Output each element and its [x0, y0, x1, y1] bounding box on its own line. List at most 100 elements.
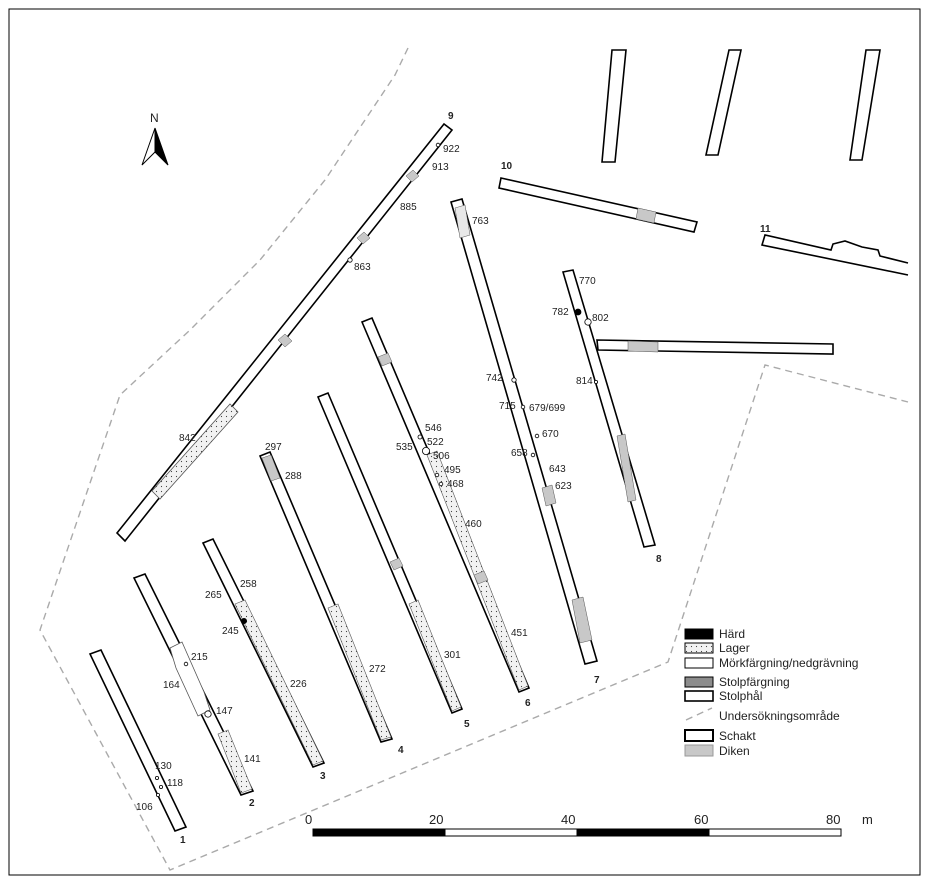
trench-7-fill — [571, 596, 593, 644]
legend-label: Stolpfärgning — [719, 675, 790, 689]
trench-7-fill — [454, 204, 471, 239]
posthole — [584, 318, 592, 326]
posthole — [347, 257, 353, 263]
feature-label: 842 — [179, 433, 196, 444]
feature-label: 742 — [486, 373, 503, 384]
north-label: N — [150, 111, 159, 125]
hearth — [574, 308, 582, 316]
trench-label-6: 6 — [525, 698, 531, 709]
posthole — [155, 793, 160, 798]
trench-label-3: 3 — [320, 771, 326, 782]
trench-6-layer — [426, 450, 529, 691]
scale-segment — [708, 828, 842, 837]
legend-swatch-stolphal — [684, 690, 714, 702]
scale-bar: 0 20 40 60 80 m — [305, 812, 873, 837]
feature-label: 885 — [400, 202, 417, 213]
trench-9-layer — [151, 403, 239, 500]
scale-segment — [444, 828, 578, 837]
trench-10 — [498, 177, 699, 233]
legend-label: Stolphål — [719, 689, 762, 703]
trench-6-ditch — [377, 352, 393, 367]
scale-segment — [312, 828, 446, 837]
posthole — [183, 661, 189, 667]
trench-7 — [450, 198, 599, 665]
feature-label: 913 — [432, 162, 449, 173]
trench-9-ditch — [356, 231, 371, 245]
trench-label-11: 11 — [760, 224, 771, 235]
posthole — [534, 433, 540, 439]
trench-5-layer — [408, 599, 462, 712]
trench-8-ditch — [627, 340, 659, 353]
trench-label-8: 8 — [656, 554, 662, 565]
posthole — [421, 446, 430, 455]
trench-north-a — [601, 49, 627, 163]
feature-label: 301 — [444, 650, 461, 661]
trench-label-7: 7 — [594, 675, 600, 686]
posthole — [158, 785, 163, 790]
trench-5-ditch — [389, 557, 404, 571]
feature-label: 272 — [369, 664, 386, 675]
survey-area-boundary — [39, 47, 909, 871]
feature-label: 643 — [549, 464, 566, 475]
trench-9-ditch — [405, 169, 420, 183]
feature-label: 130 — [155, 761, 172, 772]
posthole — [438, 481, 444, 487]
feature-label: 506 — [433, 451, 450, 462]
trench-2-fill — [169, 641, 211, 717]
legend-swatch-schakt — [684, 729, 714, 742]
feature-label: 623 — [555, 481, 572, 492]
feature-label: 118 — [167, 778, 183, 789]
scale-tick-label: 20 — [429, 812, 443, 827]
feature-label: 288 — [285, 471, 302, 482]
scale-tick-label: 60 — [694, 812, 708, 827]
feature-label: 922 — [443, 144, 460, 155]
trench-7-fill — [541, 484, 557, 507]
trench-3-layer — [234, 599, 324, 766]
feature-label: 814 — [576, 376, 593, 387]
trench-number-labels: 1 2 3 4 5 6 7 8 9 10 11 — [180, 111, 771, 846]
posthole — [154, 776, 159, 781]
feature-label: 863 — [354, 262, 371, 273]
legend-swatch-undersokningsomrade — [685, 707, 713, 721]
legend-swatch-morkfargning — [684, 657, 714, 669]
trench-9-ditch — [277, 333, 293, 348]
trench-4-fill — [261, 454, 281, 482]
feature-label: 522 — [427, 437, 444, 448]
posthole — [511, 377, 517, 383]
feature-label: 226 — [290, 679, 307, 690]
feature-label: 715 — [499, 401, 516, 412]
feature-label: 164 — [163, 680, 180, 691]
feature-label: 265 — [205, 590, 222, 601]
feature-label: 147 — [216, 706, 233, 717]
features — [154, 142, 599, 798]
posthole — [434, 472, 440, 478]
legend-label: Diken — [719, 744, 750, 758]
feature-label: 495 — [444, 465, 461, 476]
posthole — [435, 142, 441, 148]
feature-label: 670 — [542, 429, 559, 440]
trench-10-ditch — [635, 207, 657, 224]
feature-label: 215 — [191, 652, 208, 663]
trench-label-4: 4 — [398, 745, 404, 756]
map-frame — [8, 8, 921, 876]
scale-tick-label: 80 — [826, 812, 840, 827]
feature-label: 546 — [425, 423, 442, 434]
trench-north-b — [705, 49, 742, 156]
trench-label-1: 1 — [180, 835, 186, 846]
feature-label: 763 — [472, 216, 489, 227]
feature-label: 468 — [447, 479, 464, 490]
scale-unit: m — [862, 812, 873, 827]
legend: Härd Lager Mörkfärgning/nedgrävning Stol… — [684, 627, 858, 758]
legend-swatch-hard — [684, 628, 714, 640]
posthole — [594, 379, 599, 384]
scale-tick-label: 40 — [561, 812, 575, 827]
legend-label: Lager — [719, 641, 750, 655]
feature-label: 297 — [265, 442, 282, 453]
feature-label: 106 — [136, 802, 153, 813]
feature-label: 258 — [240, 579, 257, 590]
feature-label: 658 — [511, 448, 528, 459]
feature-label: 451 — [511, 628, 528, 639]
posthole — [530, 452, 536, 458]
scale-tick-label: 0 — [305, 812, 312, 827]
